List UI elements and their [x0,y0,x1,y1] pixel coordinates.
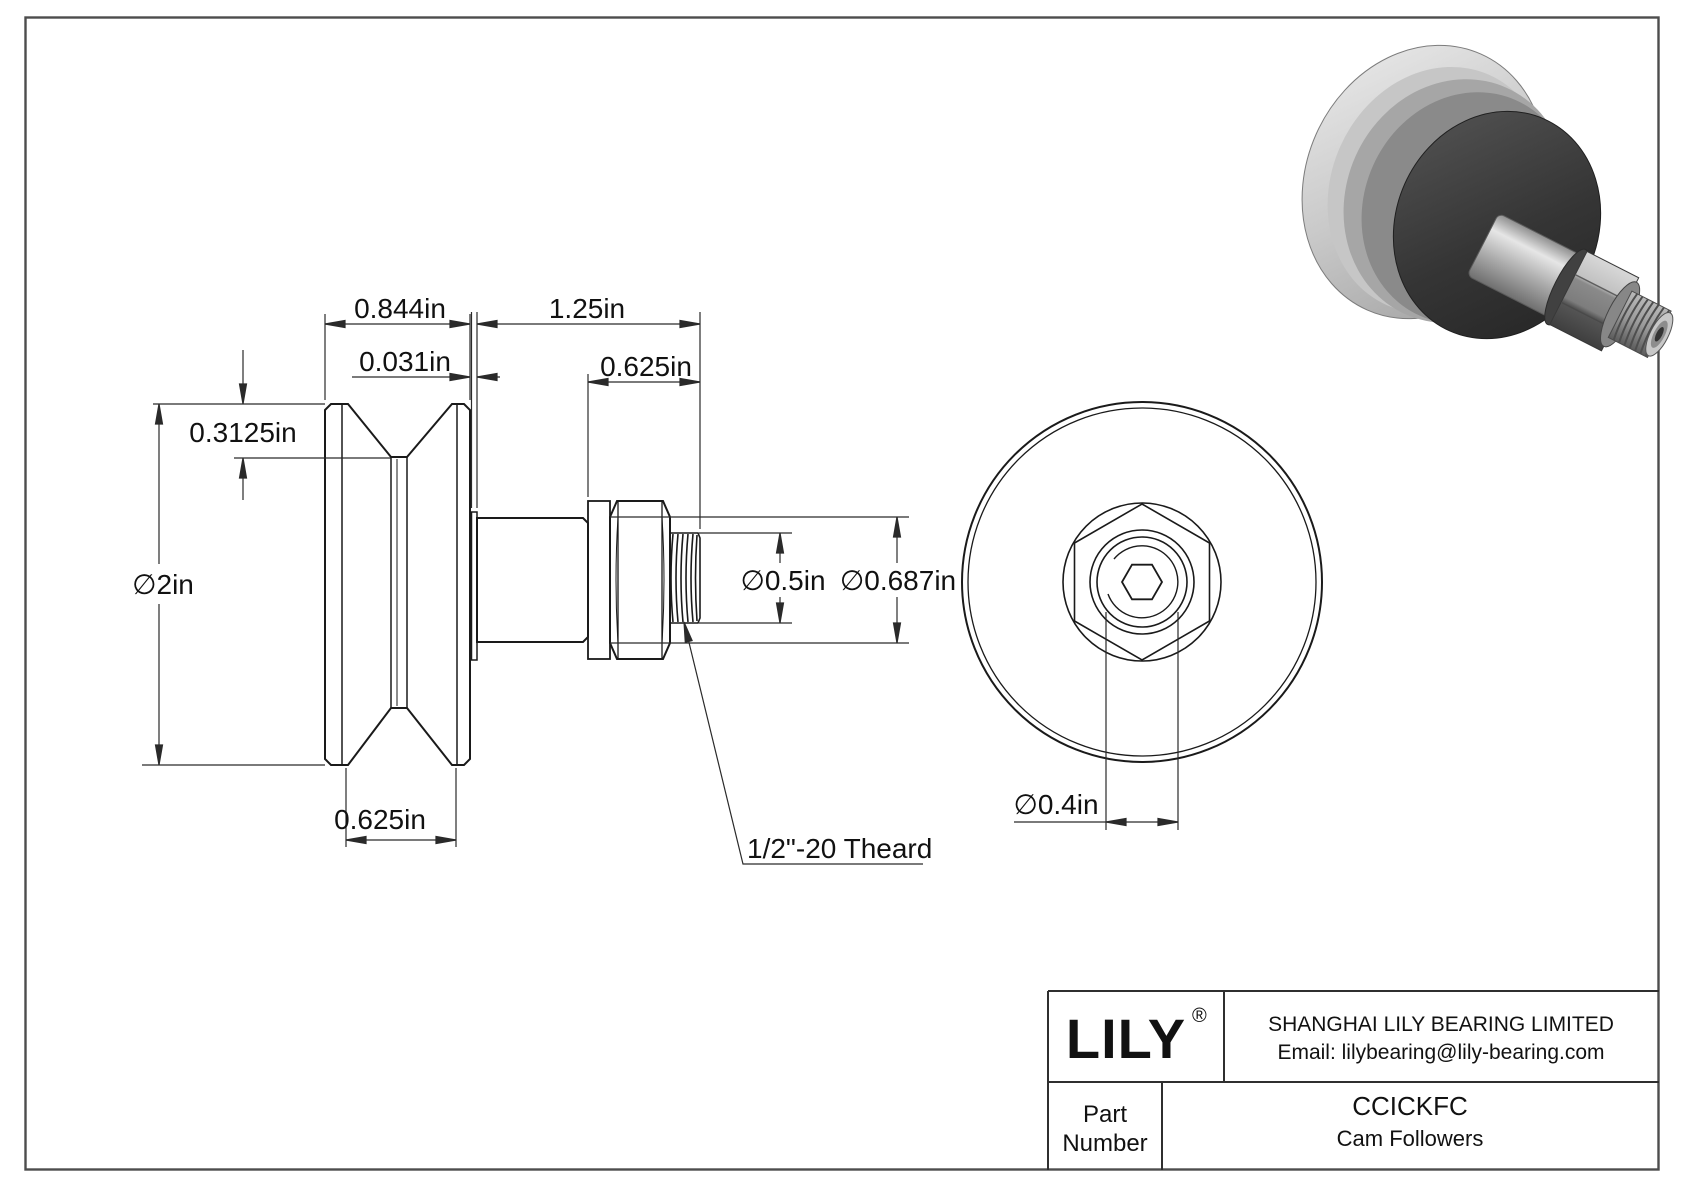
wheel-outer-circle [961,401,1323,763]
dim-wheel-width: 0.844in [354,293,446,324]
dim-nut-diameter: ∅0.687in [840,565,956,596]
dim-groove-width: 0.625in [334,804,426,835]
thread-note: 1/2"-20 Theard [747,833,932,864]
front-view-dimensions [1014,612,1179,830]
side-view-dimensions [142,312,923,865]
dim-stud-length: 1.25in [549,293,625,324]
side-view [324,403,701,766]
dim-socket-diameter: ∅0.4in [1013,789,1098,820]
title-block: LILY ® SHANGHAI LILY BEARING LIMITED Ema… [1047,990,1659,1170]
company-email: Email: lilybearing@lily-bearing.com [1277,1041,1604,1064]
dim-face-gap: 0.031in [359,346,451,377]
brand-logo: LILY [1066,1007,1186,1070]
stud-shaft [476,517,589,643]
front-view [961,401,1323,763]
registered-trademark-mark: ® [1192,1005,1207,1027]
dim-wheel-diameter: ∅2in [132,569,194,600]
part-label-line2: Number [1062,1130,1147,1157]
stud-washer-b [587,500,611,660]
dim-thread-length: 0.625in [600,351,692,382]
wheel-outline [324,403,471,766]
product-category: Cam Followers [1337,1126,1484,1151]
dim-groove-depth: 0.3125in [189,417,296,448]
part-label-line1: Part [1083,1101,1127,1128]
iso-3d-render [1301,44,1674,359]
side-view-dimension-labels: 0.844in 1.25in 0.031in 0.625in 0.3125in … [132,293,956,864]
washer-circle [1062,502,1222,662]
dim-thread-diameter: ∅0.5in [740,565,825,596]
thread-profile [670,532,701,624]
thread-minor-arc [1107,545,1179,619]
hex-nut-front [1073,503,1211,661]
hex-nut [609,500,671,660]
hex-socket [1120,563,1164,601]
drawing-frame [24,16,1660,1171]
part-number-value: CCICKFC [1352,1091,1468,1121]
company-name: SHANGHAI LILY BEARING LIMITED [1268,1013,1614,1036]
